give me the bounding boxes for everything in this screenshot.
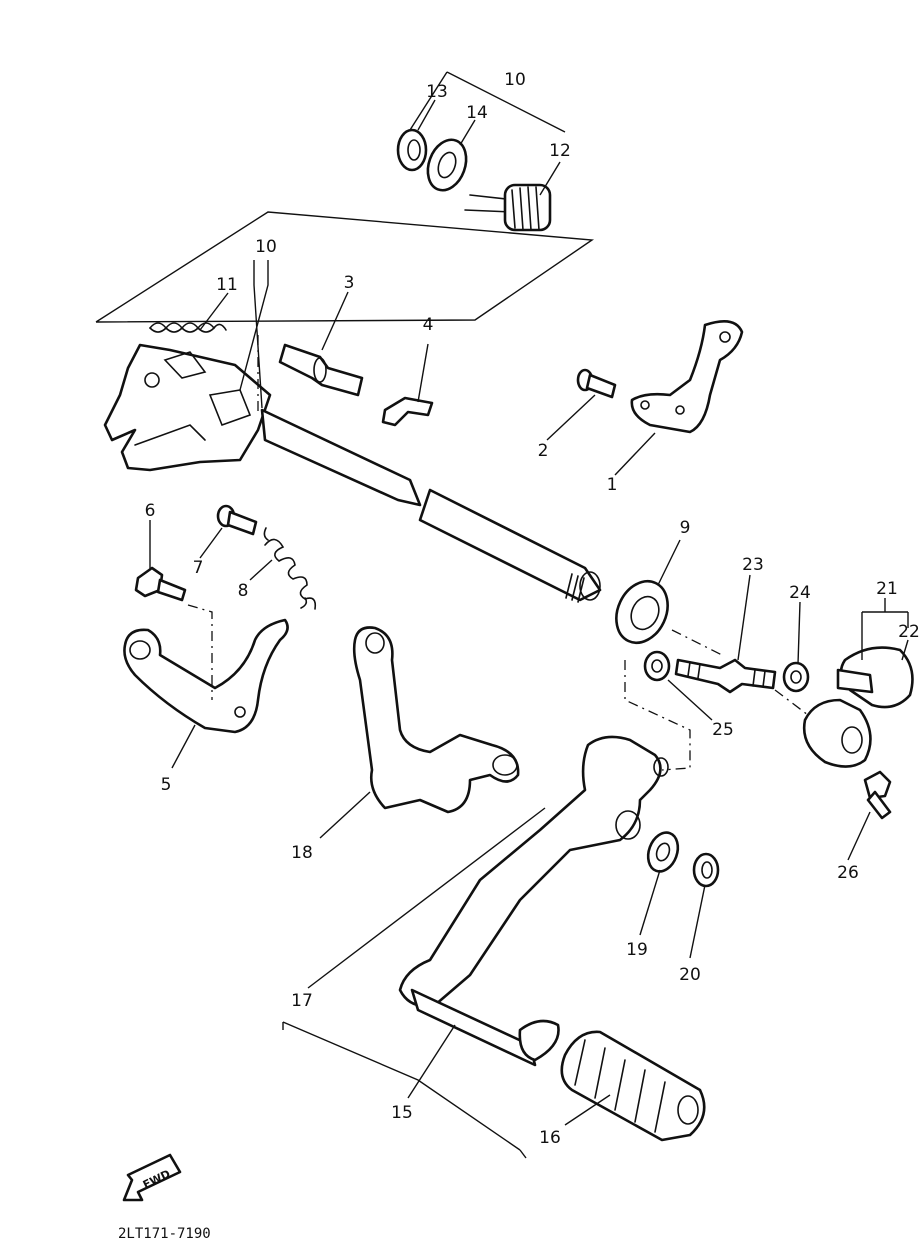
part-3-stopper-pin xyxy=(278,343,364,397)
forward-direction-arrow: FWD xyxy=(122,1153,182,1202)
part-16-foot-rubber xyxy=(560,1030,706,1142)
part-23-rod xyxy=(674,658,777,694)
part-2-bolt xyxy=(576,368,617,399)
part-6-bolt xyxy=(134,566,187,602)
callout-11: 11 xyxy=(216,275,238,295)
callout-7: 7 xyxy=(193,558,204,578)
callout-19: 19 xyxy=(626,940,648,960)
callout-21: 21 xyxy=(876,579,898,599)
callout-13: 13 xyxy=(426,82,448,102)
part-8-coil-spring xyxy=(263,527,317,610)
part-20-clip xyxy=(692,852,720,888)
part-13-circlip xyxy=(396,128,428,172)
part-21-rod-end xyxy=(802,646,914,768)
part-19-washer xyxy=(646,831,680,873)
alignment-lines xyxy=(187,335,809,771)
callout-9: 9 xyxy=(680,518,691,538)
callout-1: 1 xyxy=(607,475,618,495)
callout-25: 25 xyxy=(712,720,734,740)
part-14-washer xyxy=(426,138,468,192)
part-7-pin xyxy=(216,504,258,536)
part-24-nut xyxy=(782,661,810,693)
callout-23: 23 xyxy=(742,555,764,575)
callout-16: 16 xyxy=(539,1128,561,1148)
part-shift-shaft-assembly xyxy=(103,343,602,603)
callout-26: 26 xyxy=(837,863,859,883)
leader-lines xyxy=(149,99,909,1159)
callout-5: 5 xyxy=(161,775,172,795)
callout-2: 2 xyxy=(538,441,549,461)
assembly-outline-kit-10-top xyxy=(409,71,566,133)
callout-17: 17 xyxy=(291,991,313,1011)
callout-6: 6 xyxy=(145,501,156,521)
part-1-bracket xyxy=(630,319,744,434)
part-9-oil-seal xyxy=(615,579,669,645)
callout-24: 24 xyxy=(789,583,811,603)
part-5-shift-arm xyxy=(123,618,289,734)
assembly-outline-shift-shaft xyxy=(95,211,595,323)
part-11-spring xyxy=(149,322,227,333)
callout-12: 12 xyxy=(549,141,571,161)
drawing-code: 2LT171-7190 xyxy=(118,1226,211,1240)
callout-15: 15 xyxy=(391,1103,413,1123)
part-17-shift-pedal xyxy=(398,735,669,1067)
callout-3: 3 xyxy=(344,273,355,293)
callout-8: 8 xyxy=(238,581,249,601)
callout-10-kit-top: 10 xyxy=(504,70,526,90)
callout-22: 22 xyxy=(898,622,920,642)
callout-18: 18 xyxy=(291,843,313,863)
part-12-torsion-spring xyxy=(464,183,552,232)
callout-20: 20 xyxy=(679,965,701,985)
callout-4: 4 xyxy=(423,315,434,335)
part-26-bolt xyxy=(863,770,892,820)
callout-labels: 1 2 3 4 5 6 7 8 9 10 10 11 12 13 14 15 1… xyxy=(145,70,920,1148)
callout-14: 14 xyxy=(466,103,488,123)
callout-10-kit-left: 10 xyxy=(255,237,277,257)
part-4-clip xyxy=(381,396,434,427)
part-18-shift-arm xyxy=(352,626,520,814)
part-25-nut xyxy=(643,650,671,682)
